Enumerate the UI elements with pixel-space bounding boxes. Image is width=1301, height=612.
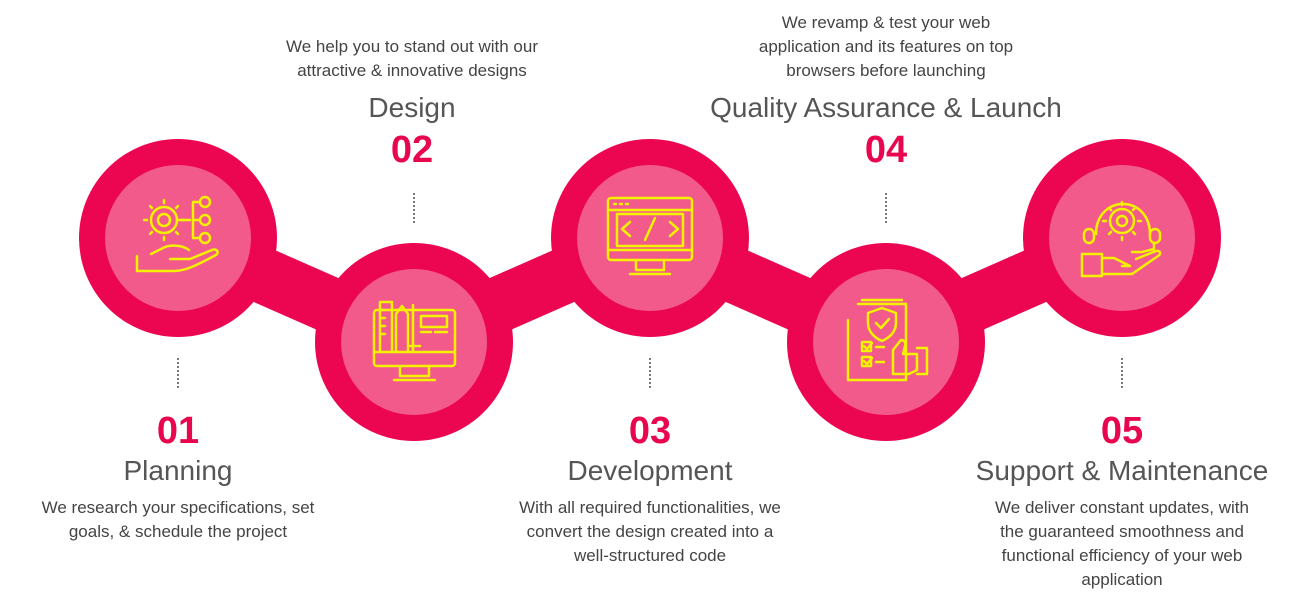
gear-hand-network-icon [135, 195, 219, 273]
step-title: Support & Maintenance [975, 455, 1269, 486]
step-number: 02 [390, 129, 434, 171]
connector-dots-04 [885, 193, 887, 223]
step-05: 05 Support & Maintenance We deliver cons… [922, 410, 1301, 592]
step-title: Quality Assurance & Launch [710, 92, 1062, 123]
desc-line: the guaranteed smoothness and [1000, 522, 1244, 541]
step-description: We deliver constant updates, with the gu… [922, 496, 1301, 592]
desc-line: well-structured code [573, 546, 727, 565]
step-number: 04 [864, 129, 908, 171]
step-description: With all required functionalities, we co… [460, 496, 840, 568]
desc-line: application [1081, 570, 1163, 589]
step-number: 05 [1100, 410, 1144, 452]
step-03: 03 Development With all required functio… [460, 410, 840, 568]
code-monitor-icon [606, 196, 694, 276]
quality-shield-thumbsup-icon [846, 298, 929, 382]
connector-dots-03 [649, 358, 651, 388]
desc-line: We help you to stand out with our [285, 37, 538, 56]
desc-line: We deliver constant updates, with [995, 498, 1249, 517]
step-02: We help you to stand out with our attrac… [222, 35, 602, 171]
step-description: We help you to stand out with our attrac… [222, 35, 602, 83]
desc-line: browsers before launching [786, 61, 986, 80]
step-title: Development [567, 455, 733, 486]
desc-line: We research your specifications, set [41, 498, 315, 517]
connector-dots-01 [177, 358, 179, 388]
step-01: 01 Planning We research your specificati… [0, 410, 368, 544]
step-circle-03 [551, 139, 749, 337]
desc-line: attractive & innovative designs [297, 61, 527, 80]
support-headset-gear-icon [1080, 200, 1162, 278]
connector-dots-02 [413, 193, 415, 223]
desc-line: With all required functionalities, we [519, 498, 781, 517]
step-number: 01 [156, 410, 200, 452]
step-description: We revamp & test your web application an… [666, 11, 1106, 83]
step-04: We revamp & test your web application an… [666, 11, 1106, 171]
desc-line: functional efficiency of your web [1001, 546, 1243, 565]
desc-line: goals, & schedule the project [68, 522, 288, 541]
step-circle-01 [79, 139, 277, 337]
desc-line: convert the design created into a [526, 522, 774, 541]
desc-line: application and its features on top [758, 37, 1014, 56]
step-number: 03 [628, 410, 672, 452]
step-title: Design [368, 92, 456, 123]
desc-line: We revamp & test your web [781, 13, 991, 32]
design-monitor-icon [372, 300, 457, 382]
step-title: Planning [123, 455, 233, 486]
step-circle-04 [787, 243, 985, 441]
connector-dots-05 [1121, 358, 1123, 388]
step-description: We research your specifications, set goa… [0, 496, 368, 544]
